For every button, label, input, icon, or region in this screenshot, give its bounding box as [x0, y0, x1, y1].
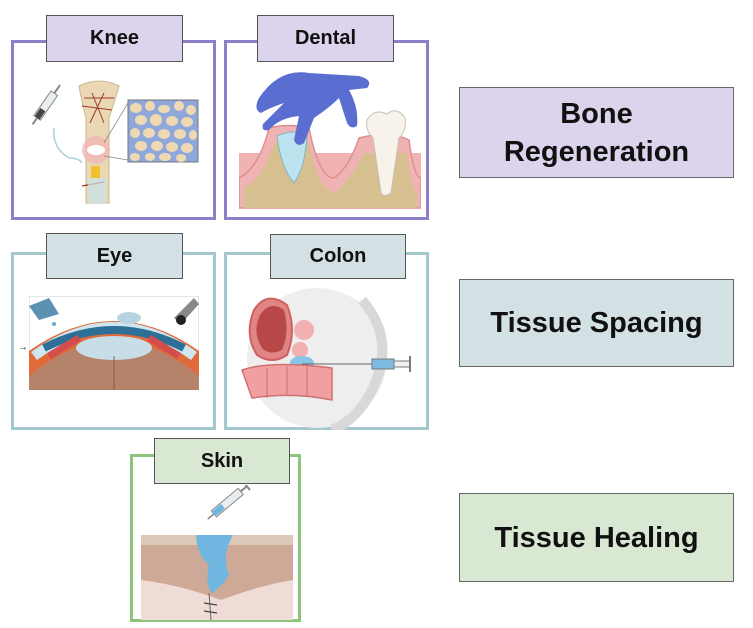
arrow-icon: →: [18, 342, 28, 353]
skin-wound-icon: [141, 485, 293, 620]
skin-label: Skin: [154, 438, 290, 484]
bone-injection-icon: [24, 78, 204, 208]
dental-label: Dental: [257, 15, 394, 62]
tissue-healing-category: Tissue Healing: [459, 493, 734, 582]
bone-regeneration-line1: Bone: [560, 97, 633, 130]
bone-regeneration-line2: Regeneration: [503, 135, 690, 168]
colon-label: Colon: [270, 234, 406, 279]
tissue-spacing-category: Tissue Spacing: [459, 279, 734, 367]
eye-cross-section-icon: [29, 296, 199, 390]
bone-regeneration-category: Bone Regeneration: [459, 87, 734, 178]
colon-injection-icon: [232, 280, 427, 430]
colon-panel: [224, 252, 429, 430]
dental-panel: [224, 40, 429, 220]
eye-label: Eye: [46, 233, 183, 279]
knee-panel: [11, 40, 216, 220]
dental-graft-icon: [239, 68, 421, 213]
knee-label: Knee: [46, 15, 183, 62]
